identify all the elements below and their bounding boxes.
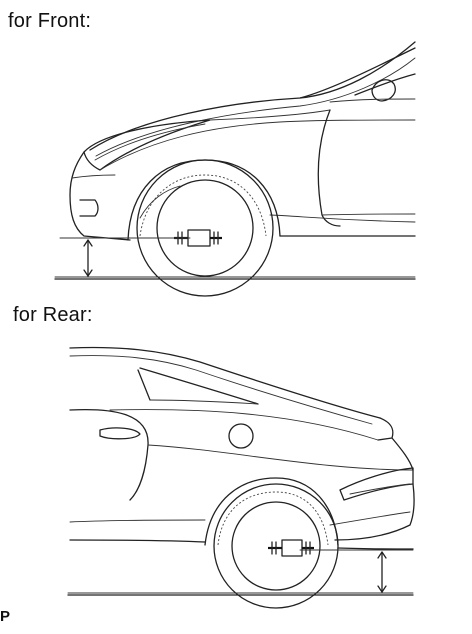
front-height-arrow [59, 237, 191, 277]
front-section-label: for Front: [8, 10, 92, 32]
front-car-illustration [69, 41, 416, 297]
rear-ground-line [67, 592, 414, 596]
front-ground-line [54, 276, 416, 280]
rear-car-illustration [69, 346, 415, 609]
rear-height-arrow [299, 549, 414, 593]
rear-section-label: for Rear: [13, 304, 93, 326]
figure-code-label: P [0, 608, 11, 625]
